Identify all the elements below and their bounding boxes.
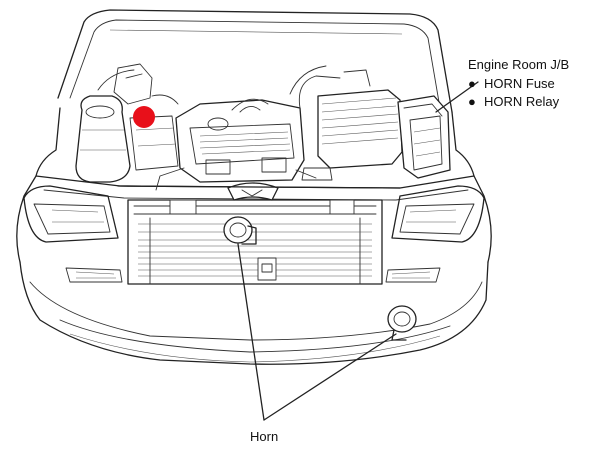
fog-lamps (65, 267, 441, 283)
bullet-icon: ● (468, 76, 476, 91)
radiator-support (117, 185, 401, 233)
right-headlight (391, 185, 485, 243)
left-horn-icon (223, 216, 257, 245)
bullet-icon: ● (468, 94, 476, 109)
horn-label: Horn (250, 429, 278, 444)
engine (155, 98, 317, 191)
horn-fuse-item: ● HORN Fuse (468, 76, 555, 91)
right-horn-icon (387, 305, 417, 341)
horn-fuse-label: HORN Fuse (484, 76, 555, 91)
leader-lines (237, 81, 479, 421)
location-marker (133, 106, 155, 128)
air-cleaner (289, 65, 403, 181)
engine-room-junction-block (397, 95, 451, 179)
left-headlight (23, 185, 119, 243)
horn-relay-item: ● HORN Relay (468, 94, 560, 109)
engine-room-label: Engine Room J/B (468, 57, 569, 72)
horn-relay-label: HORN Relay (484, 94, 560, 109)
raised-hood (57, 9, 453, 113)
left-components (75, 63, 179, 183)
